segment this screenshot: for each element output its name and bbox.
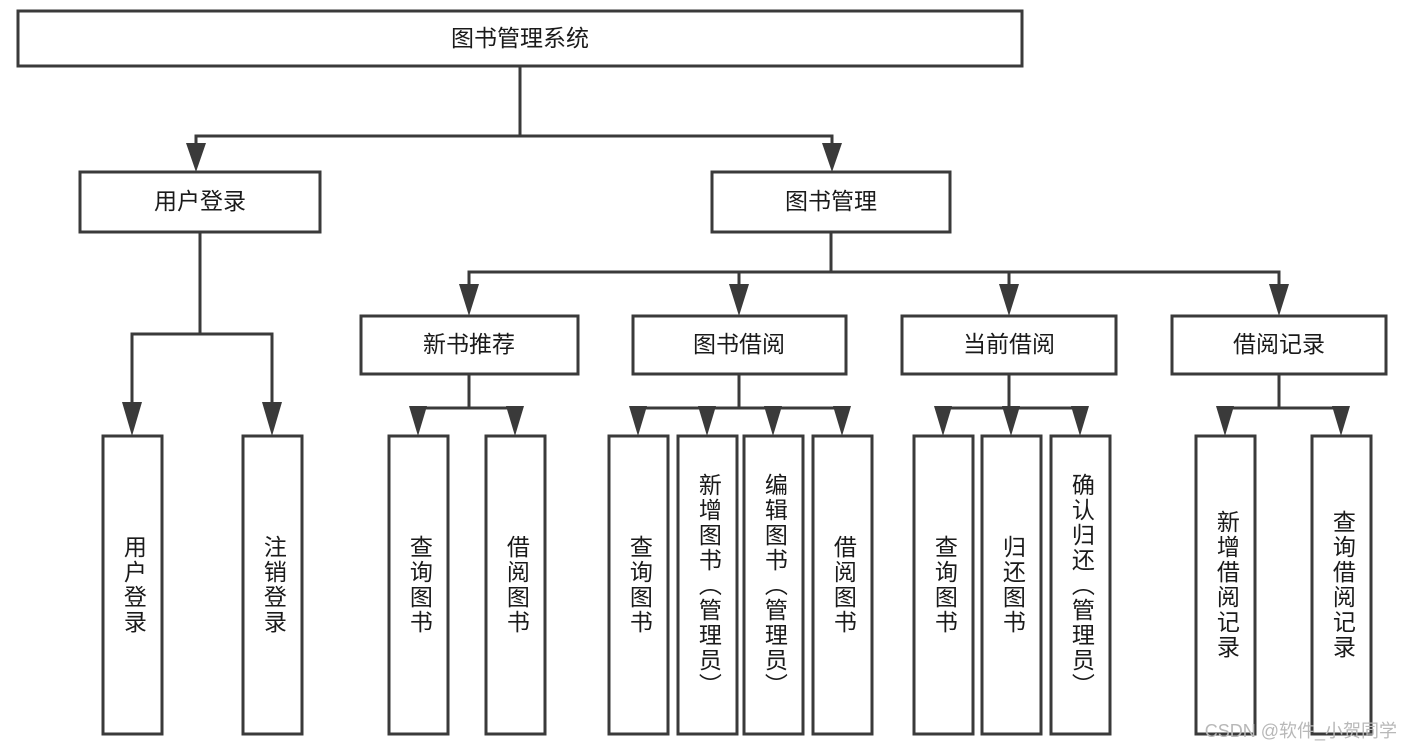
arrow-head-current-borrow (999, 284, 1019, 316)
arrow-head-leaf-current-borrow-1 (934, 406, 952, 436)
leaf-box-book-borrow-2[interactable] (676, 434, 739, 736)
leaf-box-new-book-2[interactable] (484, 434, 547, 736)
node-book-management-box[interactable] (710, 170, 952, 234)
node-borrow-record-box[interactable] (1170, 314, 1388, 376)
leaf-box-current-borrow-2[interactable] (980, 434, 1043, 736)
arrow-head-leaf-user-login-1 (122, 402, 142, 436)
leaf-box-book-borrow-1[interactable] (607, 434, 670, 736)
arrow-head-book-borrow (729, 284, 749, 316)
arrow-head-user-login (186, 143, 206, 172)
node-root-box[interactable] (16, 9, 1024, 68)
arrow-head-new-book (459, 284, 479, 316)
arrow-head-leaf-book-borrow-3 (764, 406, 782, 436)
node-current-borrow-label: 当前借阅 (963, 331, 1055, 357)
arrow-head-leaf-book-borrow-1 (629, 406, 647, 436)
arrow-head-leaf-borrow-record-2 (1332, 406, 1350, 436)
node-user-login-label: 用户登录 (154, 188, 246, 214)
arrow-head-borrow-record (1269, 284, 1289, 316)
node-user-login[interactable]: 用户登录 (78, 170, 322, 234)
node-book-borrow-box[interactable] (631, 314, 848, 376)
node-book-borrow-label: 图书借阅 (693, 331, 785, 357)
node-book-management[interactable]: 图书管理 (710, 170, 952, 234)
node-new-book-recommend[interactable]: 新书推荐 (359, 314, 580, 376)
leaf-box-borrow-record-1[interactable] (1194, 434, 1257, 736)
node-new-book-recommend-box[interactable] (359, 314, 580, 376)
leaf-box-book-borrow-4[interactable] (811, 434, 874, 736)
arrow-head-leaf-book-borrow-4 (833, 406, 851, 436)
node-book-borrow[interactable]: 图书借阅 (631, 314, 848, 376)
arrow-head-leaf-current-borrow-3 (1071, 406, 1089, 436)
arrow-head-leaf-new-book-2 (506, 406, 524, 436)
leaf-box-current-borrow-1[interactable] (912, 434, 975, 736)
node-borrow-record[interactable]: 借阅记录 (1170, 314, 1388, 376)
leaf-box-user-login-2[interactable] (241, 434, 304, 736)
leaf-box-book-borrow-3[interactable] (742, 434, 805, 736)
arrow-head-leaf-book-borrow-2 (698, 406, 716, 436)
leaf-box-user-login-1[interactable] (101, 434, 164, 736)
watermark-label: CSDN @软件_小贺同学 (1204, 721, 1397, 741)
arrow-head-leaf-current-borrow-2 (1002, 406, 1020, 436)
node-root-label: 图书管理系统 (451, 25, 589, 51)
node-root[interactable]: 图书管理系统 (16, 9, 1024, 68)
arrow-head-leaf-borrow-record-1 (1216, 406, 1234, 436)
arrow-head-leaf-user-login-2 (262, 402, 282, 436)
leaf-box-borrow-record-2[interactable] (1310, 434, 1373, 736)
leaf-box-new-book-1[interactable] (387, 434, 450, 736)
node-current-borrow-box[interactable] (900, 314, 1118, 376)
node-current-borrow[interactable]: 当前借阅 (900, 314, 1118, 376)
arrow-head-book-mgmt (822, 143, 842, 172)
leaf-box-current-borrow-3[interactable] (1049, 434, 1112, 736)
node-book-management-label: 图书管理 (785, 188, 877, 214)
node-borrow-record-label: 借阅记录 (1233, 331, 1325, 357)
node-new-book-recommend-label: 新书推荐 (423, 331, 515, 357)
arrow-head-leaf-new-book-1 (409, 406, 427, 436)
